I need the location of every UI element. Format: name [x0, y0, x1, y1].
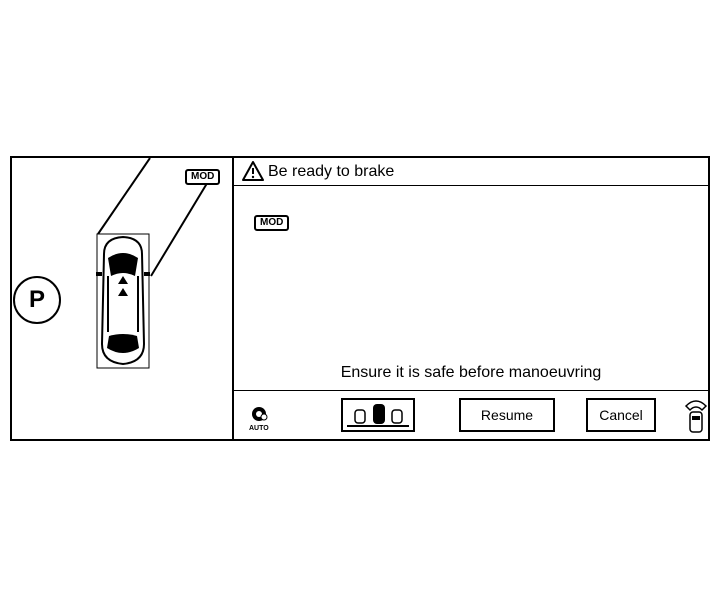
- control-bar: AUTO Resume Cancel: [234, 390, 708, 440]
- warning-text: Be ready to brake: [268, 163, 395, 180]
- birds-eye-view: MOD P: [12, 158, 234, 439]
- mod-badge-left: MOD: [185, 169, 221, 185]
- warning-bar: Be ready to brake: [234, 158, 708, 186]
- safety-message: Ensure it is safe before manoeuvring: [340, 364, 602, 381]
- cancel-button-label: Cancel: [599, 407, 643, 423]
- steering-auto-icon[interactable]: [250, 405, 270, 423]
- parking-view-select-icon: [347, 404, 409, 427]
- resume-button-label: Resume: [480, 407, 534, 423]
- car-top-view-icon: [96, 233, 150, 369]
- auto-label: AUTO: [249, 425, 269, 432]
- warning-triangle-icon: [242, 161, 264, 181]
- gear-position-indicator: P: [13, 276, 61, 324]
- parking-guide-path: [97, 158, 210, 277]
- cancel-button[interactable]: Cancel: [586, 398, 656, 432]
- rear-camera-view-icon[interactable]: [684, 396, 708, 434]
- parking-assist-screen: MOD P Be ready to brake MOD Ensure it: [10, 156, 710, 441]
- resume-button[interactable]: Resume: [459, 398, 555, 432]
- assist-panel: Be ready to brake MOD Ensure it is safe …: [234, 158, 708, 439]
- view-select-button[interactable]: [341, 398, 415, 432]
- mod-badge-main: MOD: [254, 215, 290, 231]
